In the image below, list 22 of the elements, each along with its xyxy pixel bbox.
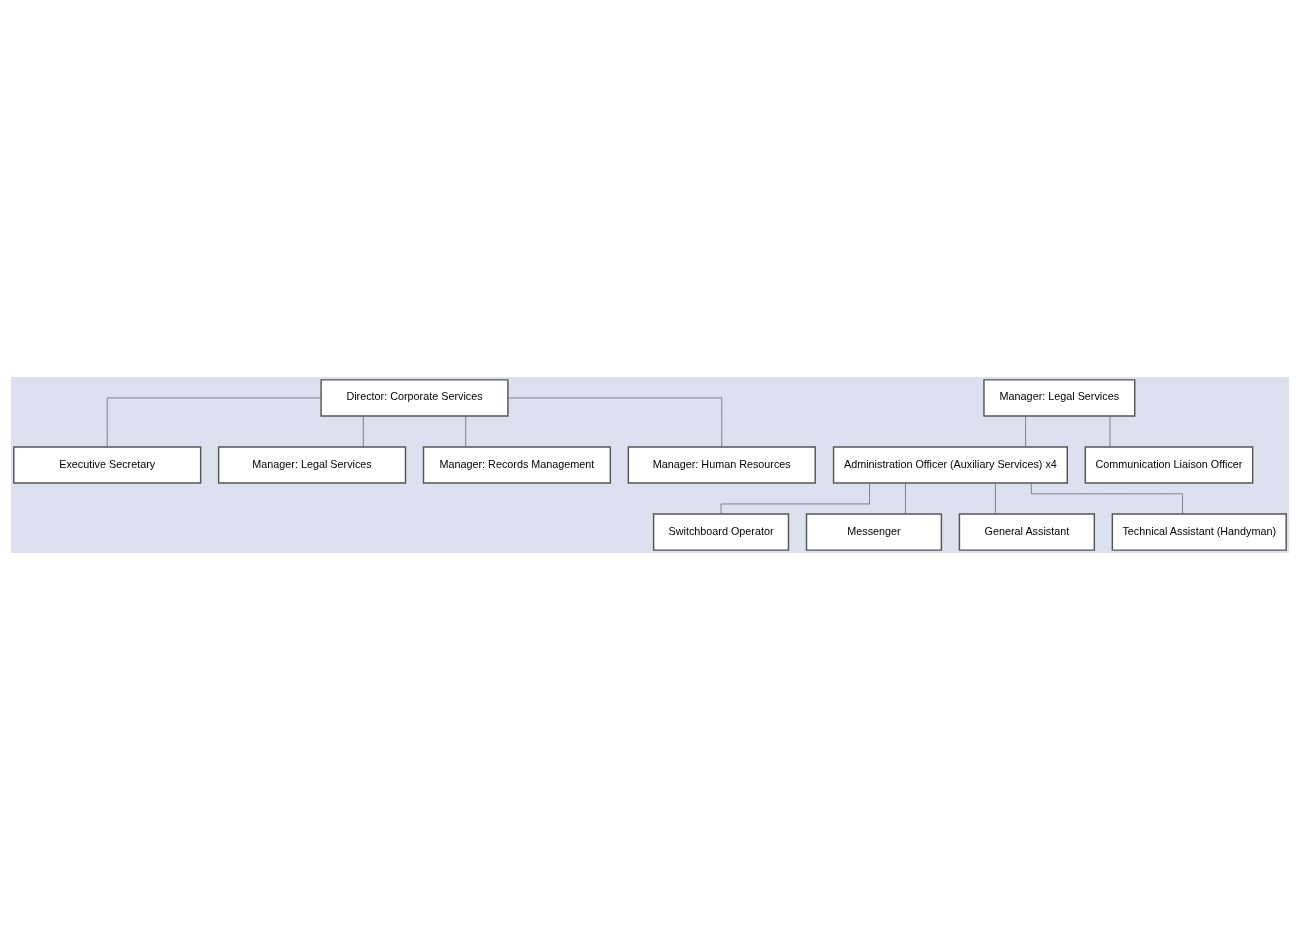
connector xyxy=(1109,415,1111,448)
node-box: Administration Officer (Auxiliary Services) x4 xyxy=(832,446,1068,484)
node-box: General Assistant xyxy=(958,513,1096,551)
connector xyxy=(507,397,723,448)
node-box: Executive Secretary xyxy=(13,446,202,484)
node-box: Manager: Human Resources xyxy=(627,446,816,484)
connector xyxy=(1030,482,1183,515)
connector xyxy=(720,482,870,515)
node-box: Technical Assistant (Handyman) xyxy=(1111,513,1287,551)
connector xyxy=(994,482,996,515)
node-box: Manager: Legal Services xyxy=(217,446,407,484)
connector xyxy=(1025,415,1027,448)
node-box: Director: Corporate Services xyxy=(320,379,509,417)
node-box: Messenger xyxy=(805,513,943,551)
node-box: Manager: Legal Services xyxy=(983,379,1136,417)
connector xyxy=(905,482,906,515)
node-box: Communication Liaison Officer xyxy=(1084,446,1254,484)
node-box: Switchboard Operator xyxy=(652,513,790,551)
node-box: Manager: Records Management xyxy=(422,446,612,484)
connector xyxy=(465,415,467,448)
connector xyxy=(362,415,364,448)
connector xyxy=(106,397,322,448)
